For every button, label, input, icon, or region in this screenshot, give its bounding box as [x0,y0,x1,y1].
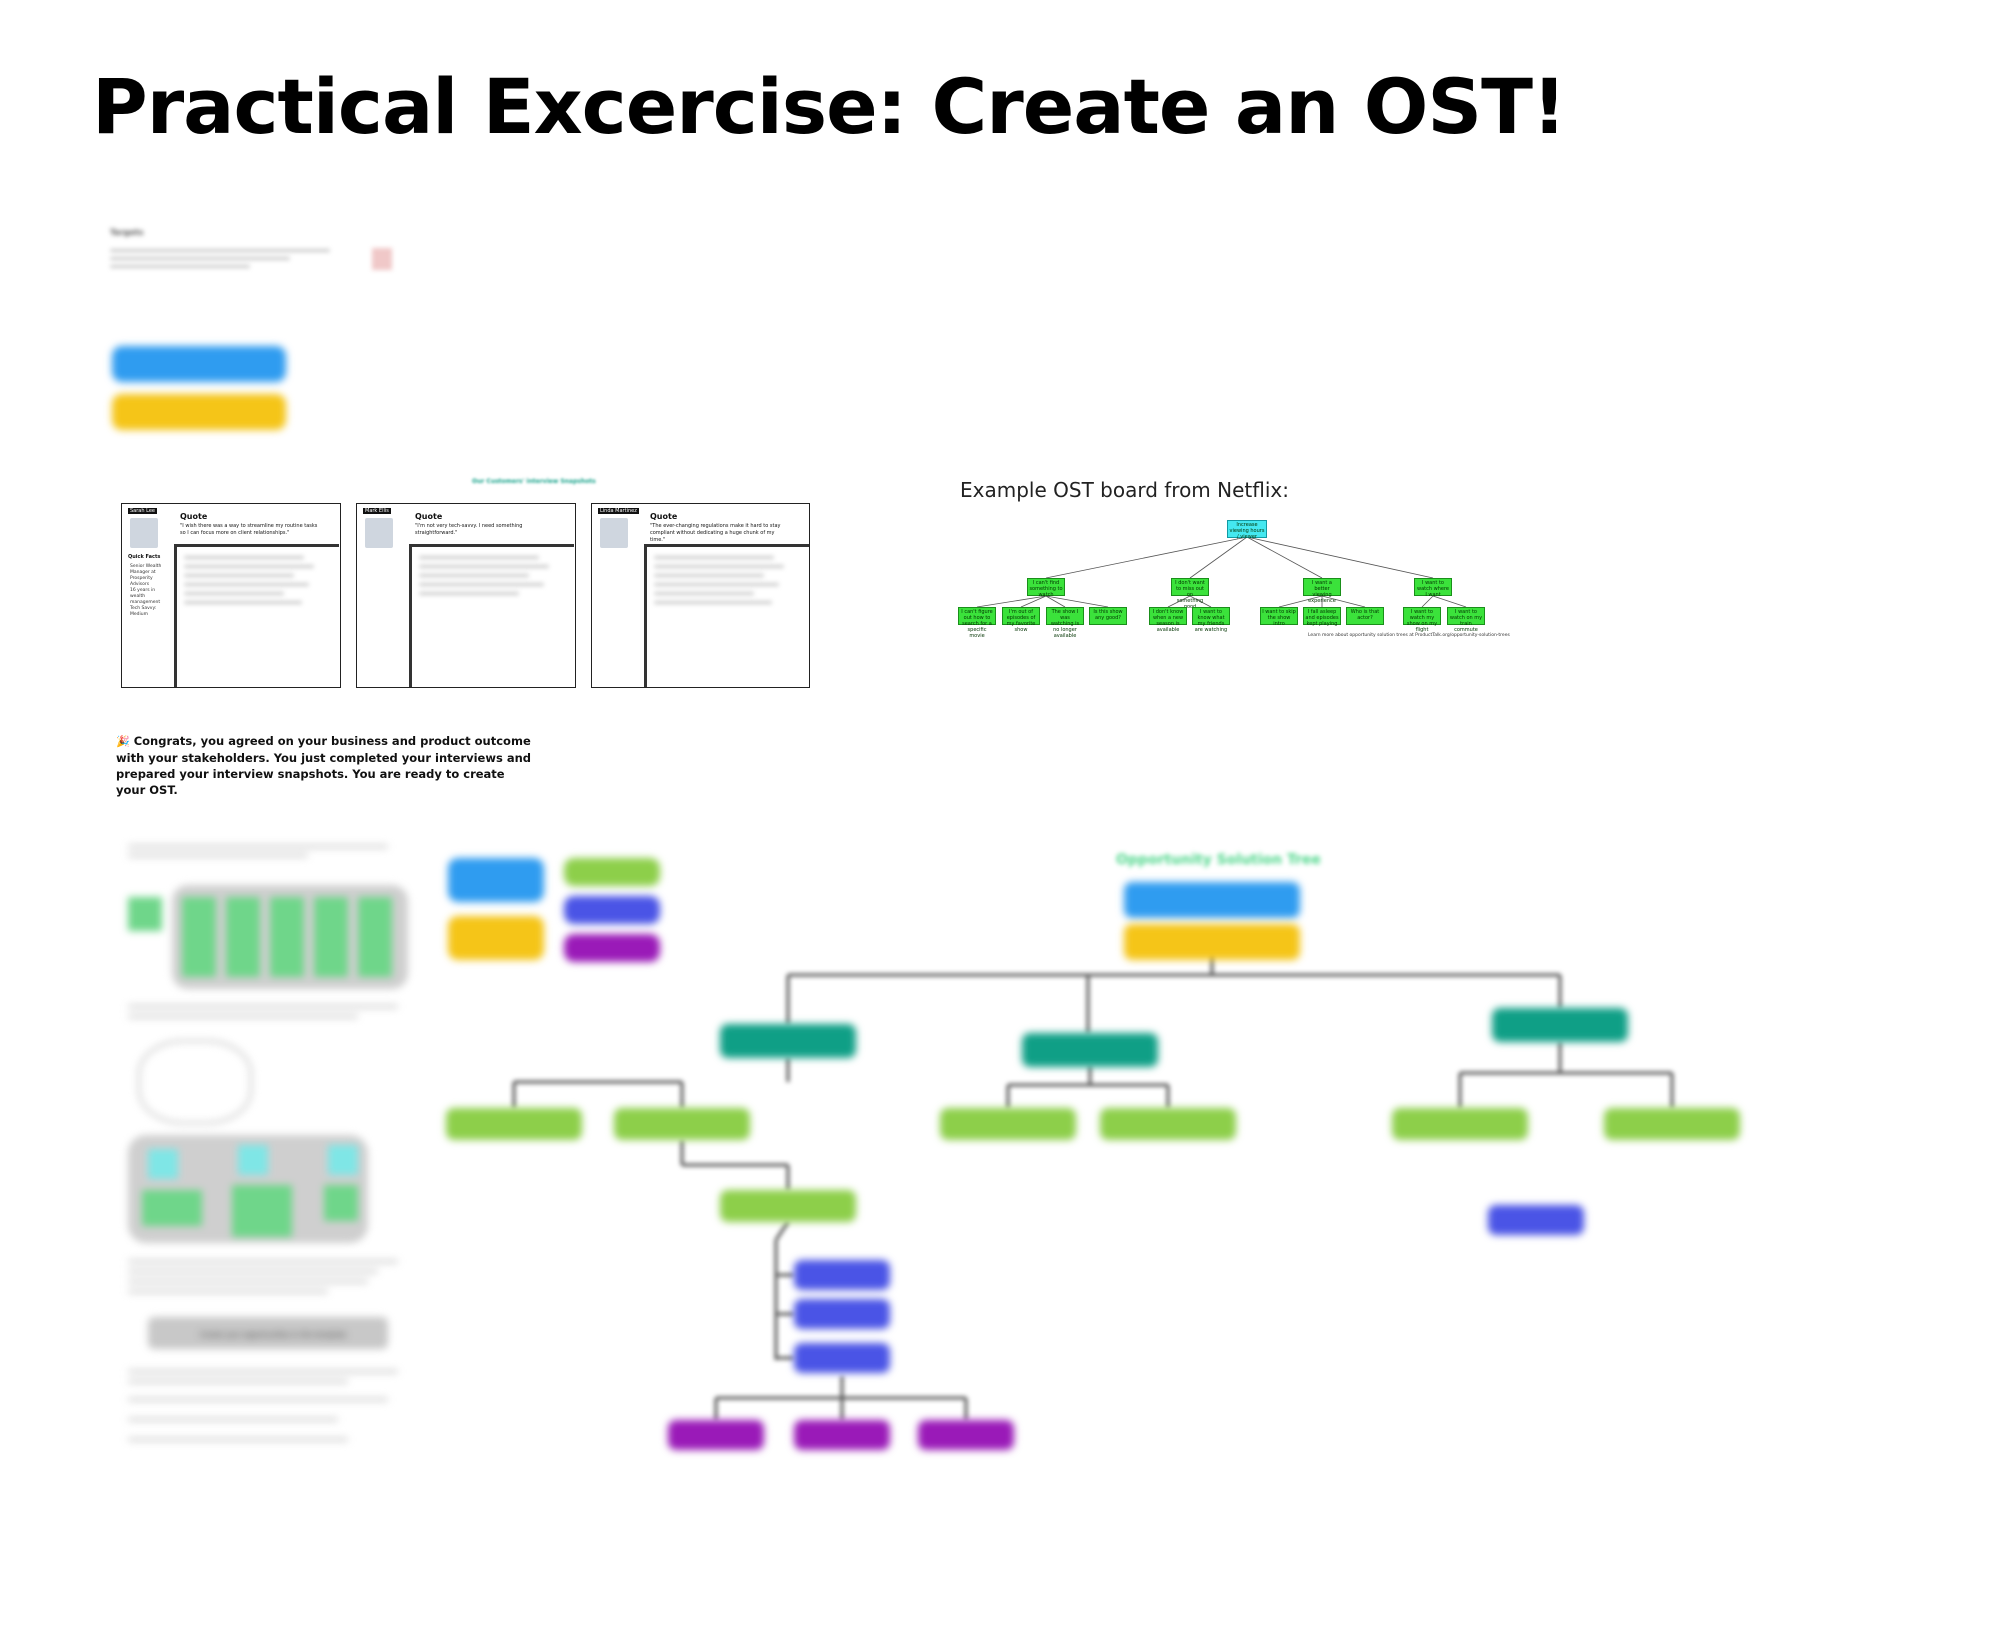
ost-product-outcome[interactable] [1124,924,1300,960]
fact-item: Tech Savvy: Medium [130,606,157,617]
quick-facts-list: Senior Wealth Manager at Prosperity Advi… [130,564,168,618]
product-outcome-sticky[interactable] [112,394,286,430]
avatar [600,518,628,548]
template-button-bg [148,1317,388,1349]
targets-badge [372,248,392,270]
quote-label: Quote [650,512,678,521]
netflix-sub-opportunity-node: I want to watch my show on my flight [1403,607,1441,633]
quote-text: "The ever-changing regulations make it h… [650,523,781,543]
ost-board-heading: Opportunity Solution Tree [1116,852,1321,868]
interview-card[interactable]: Mark Ellis Quote "I'm not very tech-savv… [356,503,576,688]
targets-line [110,257,290,260]
cyan-sticky [148,1149,178,1179]
ost-opportunity[interactable] [1022,1033,1158,1067]
ost-solution[interactable] [794,1299,890,1329]
green-sticky [232,1185,292,1237]
card-name-tag: Mark Ellis [363,508,391,514]
template-button[interactable]: Create your opportunities in the templat… [160,1322,420,1348]
ost-experiment[interactable] [918,1420,1014,1450]
quick-facts-label: Quick Facts [128,554,161,560]
card-name-tag: Sarah Lee [128,508,157,514]
card-inner-frame [409,544,574,687]
netflix-sub-opportunity-node: I want to watch on my train commute [1447,607,1485,633]
interview-card[interactable]: Linda Martinez Quote "The ever-changing … [591,503,810,688]
ost-solution[interactable] [794,1260,890,1290]
ost-sub-opportunity[interactable] [940,1108,1076,1140]
cyan-sticky [328,1145,358,1175]
business-outcome-sticky[interactable] [112,346,286,382]
card-name-tag: Linda Martinez [598,508,639,514]
netflix-sub-opportunity-node: The show I was watching is no longer ava… [1046,607,1084,639]
green-sticky [324,1185,358,1221]
interview-card[interactable]: Sarah Lee Quote "I wish there was a way … [121,503,341,688]
quote-label: Quote [415,512,443,521]
netflix-opportunity-node: I want to watch where I want [1414,578,1452,598]
congrats-text: Congrats, you agreed on your business an… [116,734,531,797]
legend-blue-sticky[interactable] [448,858,544,902]
netflix-sub-opportunity-node: I want to know what my friends are watch… [1192,607,1230,633]
card-notes [654,556,794,610]
ost-solution[interactable] [794,1343,890,1373]
netflix-sub-opportunity-node: Who is that actor? [1346,607,1384,625]
netflix-opportunity-node: I can't find something to watch [1027,578,1065,598]
fact-item: Senior Wealth Manager at Prosperity Advi… [130,564,162,587]
netflix-root-node: Increase viewing hours / viewer [1227,520,1267,540]
ost-sub-opportunity[interactable] [446,1108,582,1140]
ost-experiment[interactable] [668,1420,764,1450]
ost-sub-opportunity[interactable] [614,1108,750,1140]
cyan-sticky [238,1145,268,1175]
legend-yellow-sticky[interactable] [448,916,544,960]
netflix-sub-opportunity-node: I want to skip the show intro [1260,607,1298,627]
netflix-sub-opportunity-node: I fall asleep and episodes kept playing [1303,607,1341,627]
sample-sticky [128,897,162,931]
legend-green-sticky[interactable] [564,858,660,886]
targets-line [110,265,250,268]
legend-purple-sticky[interactable] [564,934,660,962]
quote-text: "I wish there was a way to streamline my… [180,523,318,536]
card-notes [184,556,324,610]
card-inner-frame [174,544,339,687]
netflix-opportunity-node: I want a better viewing experience [1303,578,1341,604]
avatar [365,518,393,548]
ost-business-outcome[interactable] [1124,882,1300,918]
template-button-label: Create your opportunities in the templat… [200,1331,347,1339]
targets-line [110,249,330,252]
ost-sub-opportunity[interactable] [1604,1108,1740,1140]
ost-opportunity[interactable] [720,1024,856,1058]
ost-solution[interactable] [1488,1205,1584,1235]
ost-sub-opportunity[interactable] [1392,1108,1528,1140]
netflix-sub-opportunity-node: I don't know when a new season is availa… [1149,607,1187,633]
ost-experiment[interactable] [794,1420,890,1450]
netflix-footnote: Learn more about opportunity solution tr… [1308,633,1510,638]
congrats-message: 🎉Congrats, you agreed on your business a… [116,733,536,798]
netflix-opportunity-node: I don't want to miss out on something go… [1171,578,1209,610]
netflix-example-label: Example OST board from Netflix: [960,478,1289,502]
quote-label: Quote [180,512,208,521]
avatar [130,518,158,548]
page-title: Practical Excercise: Create an OST! [92,62,1567,151]
green-sticky [142,1190,202,1226]
targets-section: Targets [110,228,430,288]
ost-sub-opportunity[interactable] [1100,1108,1236,1140]
ost-sub-opportunity[interactable] [720,1190,856,1222]
card-notes [419,556,559,601]
netflix-sub-opportunity-node: I can't figure out how to search for a s… [958,607,996,639]
legend-indigo-sticky[interactable] [564,896,660,924]
instructions-column [128,845,418,1465]
sticky-grid [182,897,398,977]
tree-sketch [138,1040,252,1124]
snapshots-heading: Our Customers' interview Snapshots [472,478,596,485]
ost-opportunity[interactable] [1492,1008,1628,1042]
quote-text: "I'm not very tech-savvy. I need somethi… [415,523,523,536]
party-icon: 🎉 [116,735,130,748]
netflix-sub-opportunity-node: Is this show any good? [1089,607,1127,625]
targets-heading: Targets [110,228,144,237]
card-inner-frame [644,544,809,687]
netflix-sub-opportunity-node: I'm out of episodes of my favorite show [1002,607,1040,633]
fact-item: 16 years in wealth management [130,588,161,605]
